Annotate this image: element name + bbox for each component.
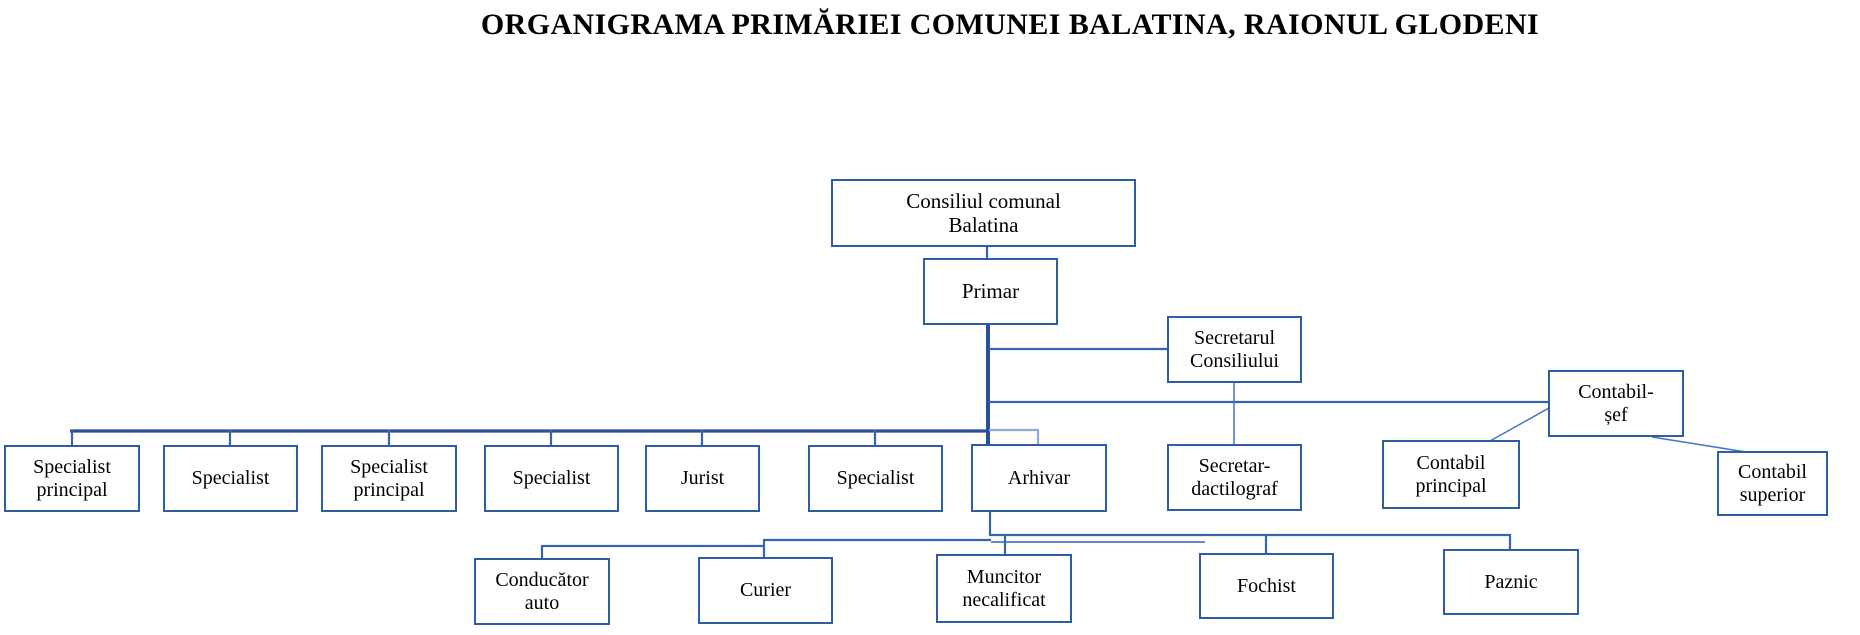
node-specialist-principal-1: Specialist principal xyxy=(4,445,140,512)
node-specialist-principal-2: Specialist principal xyxy=(321,445,457,512)
node-arhivar: Arhivar xyxy=(971,444,1107,512)
row-stub-arhivar xyxy=(989,428,1040,445)
diagonal-contabil-superior xyxy=(1651,436,1747,453)
node-curier: Curier xyxy=(698,557,833,624)
node-consiliul-comunal: Consiliul comunal Balatina xyxy=(831,179,1136,247)
node-paznic: Paznic xyxy=(1443,549,1579,615)
node-secretar-dactilograf: Secretar- dactilograf xyxy=(1167,444,1302,511)
node-secretarul-consiliului: Secretarul Consiliului xyxy=(1167,316,1302,383)
node-contabil-principal: Contabil principal xyxy=(1382,440,1520,509)
node-contabil-sef: Contabil- șef xyxy=(1548,370,1684,437)
node-jurist: Jurist xyxy=(645,445,760,512)
node-conducator-auto: Conducător auto xyxy=(474,558,610,625)
node-specialist-3: Specialist xyxy=(808,445,943,512)
page-title: ORGANIGRAMA PRIMĂRIEI COMUNEI BALATINA, … xyxy=(480,8,1540,41)
node-contabil-superior: Contabil superior xyxy=(1717,451,1828,516)
node-primar: Primar xyxy=(923,258,1058,325)
node-specialist-2: Specialist xyxy=(484,445,619,512)
node-specialist-1: Specialist xyxy=(163,445,298,512)
node-muncitor-necalificat: Muncitor necalificat xyxy=(936,554,1072,623)
node-fochist: Fochist xyxy=(1199,553,1334,619)
diagonal-contabil-principal xyxy=(1489,407,1550,442)
